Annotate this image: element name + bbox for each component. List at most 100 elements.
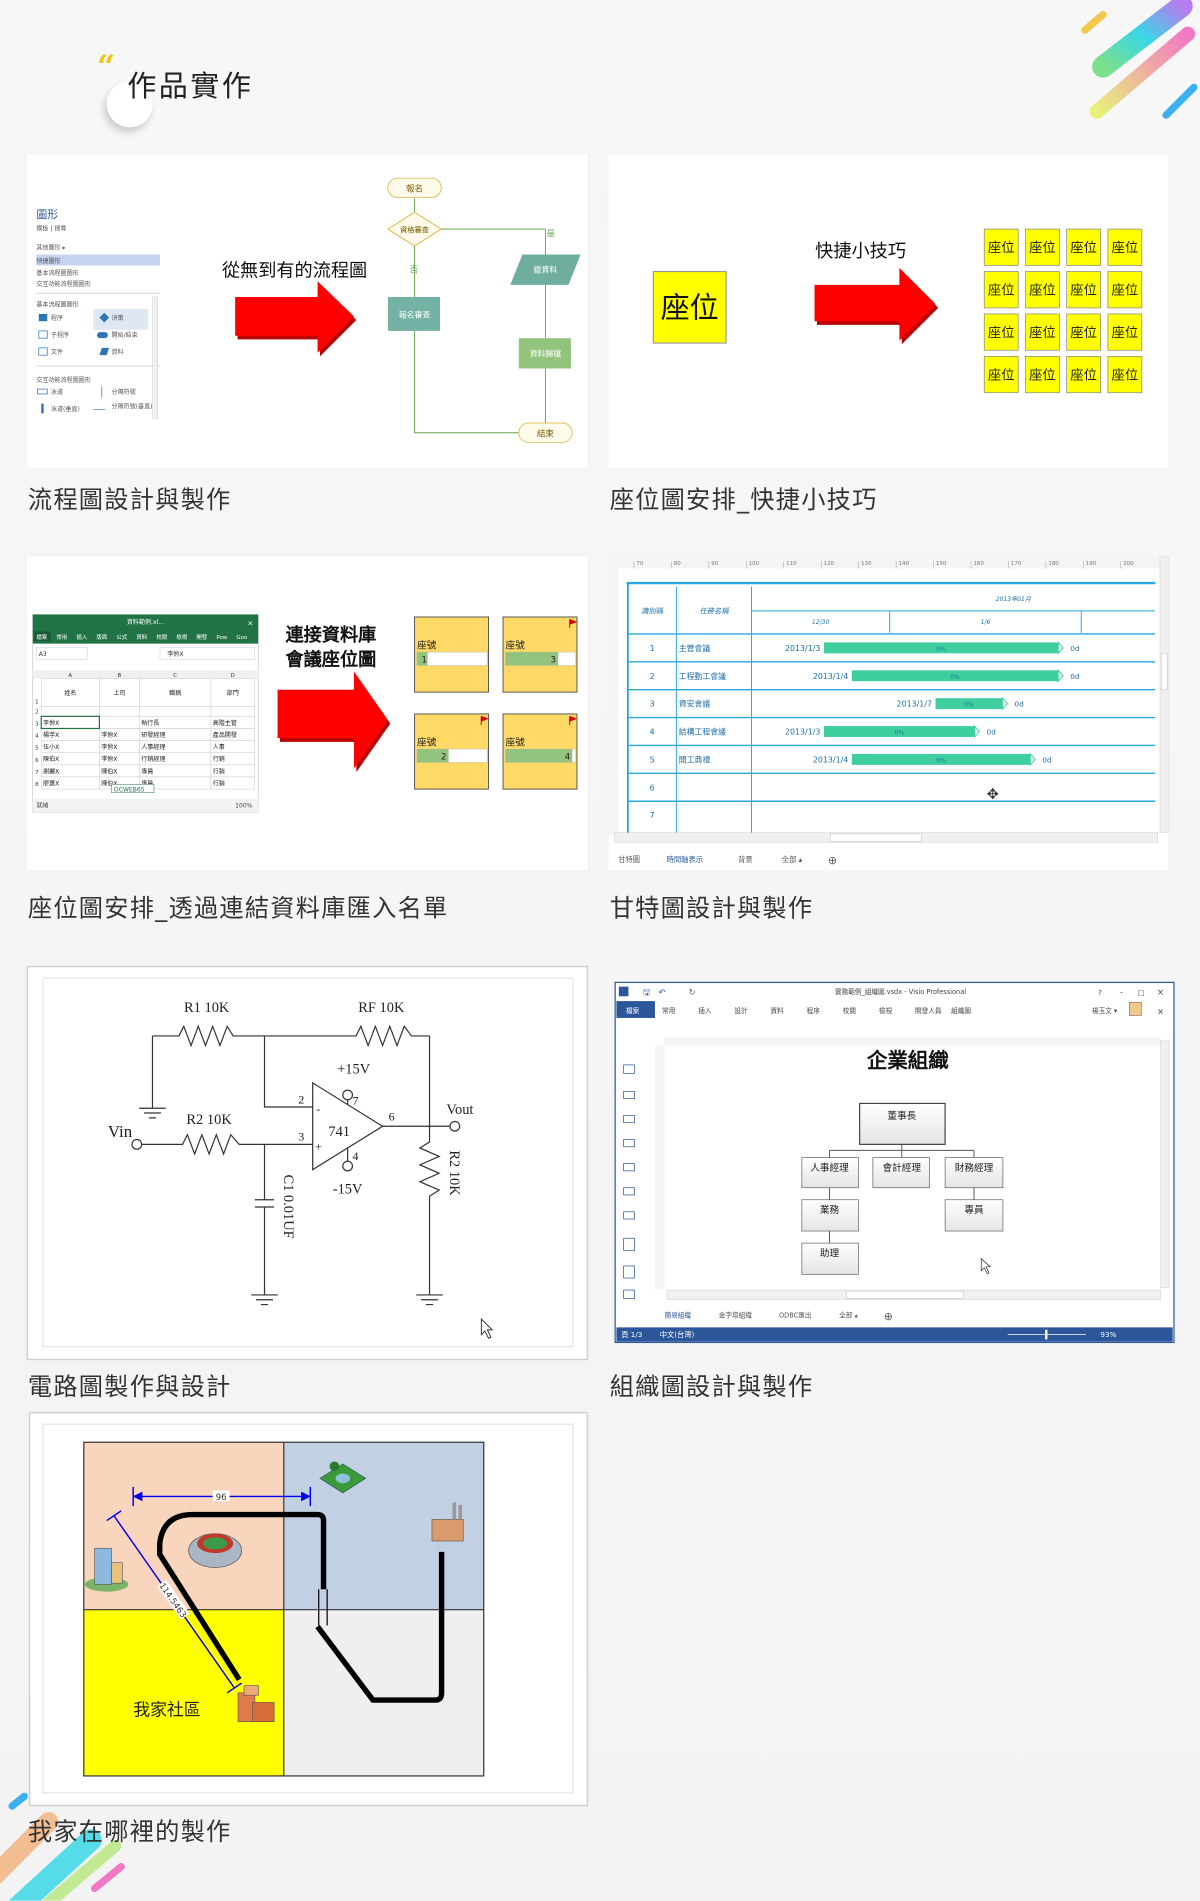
sidebar-item[interactable]: 基本流程圖圖形 — [36, 269, 78, 277]
formula-bar[interactable] — [159, 647, 255, 660]
row-number[interactable]: 2 — [35, 709, 38, 715]
seat-cell[interactable] — [1107, 271, 1143, 309]
ribbon-tab[interactable]: 檢視 — [879, 1006, 893, 1015]
ribbon-tab[interactable]: Goo — [236, 635, 248, 641]
ribbon-tab[interactable]: 資料 — [771, 1006, 785, 1015]
shape-item[interactable]: 子程序 — [51, 331, 69, 339]
gantt-bar[interactable] — [823, 726, 975, 737]
avatar[interactable] — [1129, 1002, 1142, 1016]
seat-cell[interactable] — [1066, 228, 1101, 266]
scroll-thumb[interactable] — [846, 1291, 964, 1299]
table-cell[interactable] — [210, 678, 255, 707]
shape-item[interactable]: 泳道(垂直) — [51, 405, 80, 413]
shape-item[interactable]: 決策 — [112, 314, 124, 322]
seat-cell[interactable] — [1066, 355, 1101, 394]
page-tab[interactable]: 全部 ▴ — [839, 1311, 858, 1320]
zoom-slider-thumb[interactable] — [1045, 1329, 1048, 1340]
minimize-button[interactable]: – — [1120, 988, 1124, 997]
org-box[interactable] — [944, 1199, 1004, 1232]
org-box[interactable] — [801, 1157, 859, 1189]
maximize-button[interactable]: □ — [1138, 988, 1145, 997]
table-cell[interactable] — [99, 678, 140, 707]
work-card-flowchart[interactable]: 圖形 模板 | 搜尋 其他圖形 ▸ 快捷圖形 基本流程圖圖形 交互功能流程圖圖形… — [26, 153, 588, 468]
row-number[interactable]: 5 — [35, 746, 38, 752]
ribbon-tab[interactable]: 插入 — [698, 1006, 712, 1015]
seat-cell[interactable] — [1025, 271, 1060, 309]
row-number[interactable]: 3 — [35, 721, 39, 727]
add-page-icon[interactable]: ⊕ — [828, 854, 837, 867]
page-tab[interactable]: 時間軸表示 — [667, 855, 703, 864]
work-card-seat-quick[interactable]: 座位 快捷小技巧 座位座位座位座位座位座位座位座位座位座位座位座位座位座位座位座… — [608, 153, 1169, 468]
ribbon-tab[interactable]: 公式 — [116, 633, 127, 641]
table-cell[interactable] — [210, 776, 255, 790]
save-icon[interactable]: 🖫 — [643, 987, 650, 997]
seat-cell[interactable] — [1025, 313, 1060, 351]
org-box[interactable] — [801, 1199, 859, 1232]
page-tab[interactable]: 全部 ▴ — [782, 855, 803, 864]
gantt-bar[interactable] — [935, 698, 1003, 710]
page-tab[interactable]: 簡易組織 — [665, 1311, 692, 1320]
shape-item[interactable]: 文件 — [51, 348, 63, 356]
table-cell[interactable] — [139, 678, 212, 707]
ribbon-tab[interactable]: 開發人員 — [915, 1006, 942, 1015]
work-card-orgchart[interactable]: 🖫 ↶ ↻ 實務範例_組織圖.vsdx - Visio Professional… — [614, 981, 1175, 1344]
shape-item[interactable]: 分隔符號(垂直) — [112, 402, 153, 410]
ribbon-tab[interactable]: 組織圖 — [951, 1006, 971, 1015]
page-tab[interactable]: ODBC匯出 — [779, 1311, 812, 1320]
org-box[interactable] — [872, 1157, 930, 1189]
seat-cell[interactable] — [1066, 271, 1101, 309]
row-number[interactable]: 4 — [35, 734, 39, 740]
org-box[interactable] — [944, 1157, 1004, 1189]
table-cell[interactable] — [99, 706, 140, 717]
header-id[interactable]: 識別碼 — [641, 606, 665, 615]
scroll-thumb[interactable] — [830, 833, 922, 842]
ribbon-tab[interactable]: 程序 — [807, 1006, 821, 1015]
column-header[interactable]: D — [231, 673, 235, 679]
seat-cell[interactable] — [983, 271, 1019, 309]
ribbon-tab[interactable]: 常用 — [56, 633, 67, 641]
ribbon-tab[interactable]: 資料 — [136, 633, 147, 641]
header-task[interactable]: 任務名稱 — [699, 606, 730, 615]
gantt-bar[interactable] — [851, 670, 1059, 682]
gantt-bar[interactable] — [851, 753, 1031, 765]
row-number[interactable]: 6 — [35, 758, 39, 764]
seat-cell[interactable] — [983, 313, 1019, 351]
shape-item[interactable]: 程序 — [51, 314, 63, 322]
table-cell[interactable] — [40, 706, 100, 717]
seat-cell[interactable] — [1107, 313, 1143, 351]
ribbon-tab[interactable]: 常用 — [662, 1006, 675, 1015]
ribbon-tab[interactable]: Pow — [216, 635, 227, 641]
close-icon[interactable]: × — [247, 618, 253, 627]
sidebar-item[interactable]: 快捷圖形 — [36, 257, 60, 265]
row-number[interactable]: 1 — [35, 700, 38, 706]
vertical-scrollbar[interactable] — [1159, 556, 1169, 833]
sheet-tab[interactable]: OCWEB65 — [114, 787, 145, 794]
page-tab[interactable]: 背景 — [738, 855, 753, 864]
seat-cell[interactable] — [1025, 228, 1060, 266]
ribbon-tab[interactable]: 校閱 — [156, 633, 167, 641]
ribbon-tab[interactable]: 開發 — [196, 633, 207, 641]
help-button[interactable]: ? — [1098, 988, 1102, 997]
column-header[interactable]: B — [118, 673, 122, 679]
row-number[interactable]: 7 — [35, 770, 38, 776]
row-task[interactable]: 開工典禮 — [679, 754, 711, 764]
ribbon-tab[interactable]: 設計 — [734, 1006, 748, 1015]
shape-item[interactable]: 資料 — [112, 348, 124, 356]
redo-icon[interactable]: ↻ — [689, 987, 696, 997]
row-number[interactable]: 8 — [35, 782, 39, 788]
org-box-ceo[interactable] — [859, 1102, 946, 1145]
name-box[interactable] — [36, 647, 88, 660]
row-task[interactable]: 工程動工會議 — [679, 671, 726, 681]
seat-cell[interactable] — [1066, 313, 1101, 351]
column-header[interactable]: A — [68, 673, 72, 679]
seat-cell[interactable] — [1107, 228, 1143, 266]
seat-cell[interactable] — [983, 355, 1019, 394]
column-header[interactable]: C — [173, 673, 177, 679]
page-tab[interactable]: 金字塔組織 — [719, 1311, 752, 1320]
ribbon-tab[interactable]: 檔案 — [36, 633, 47, 641]
sidebar-item[interactable]: 其他圖形 ▸ — [36, 244, 66, 252]
table-cell[interactable] — [210, 706, 255, 717]
close-button[interactable]: × — [1157, 987, 1164, 997]
